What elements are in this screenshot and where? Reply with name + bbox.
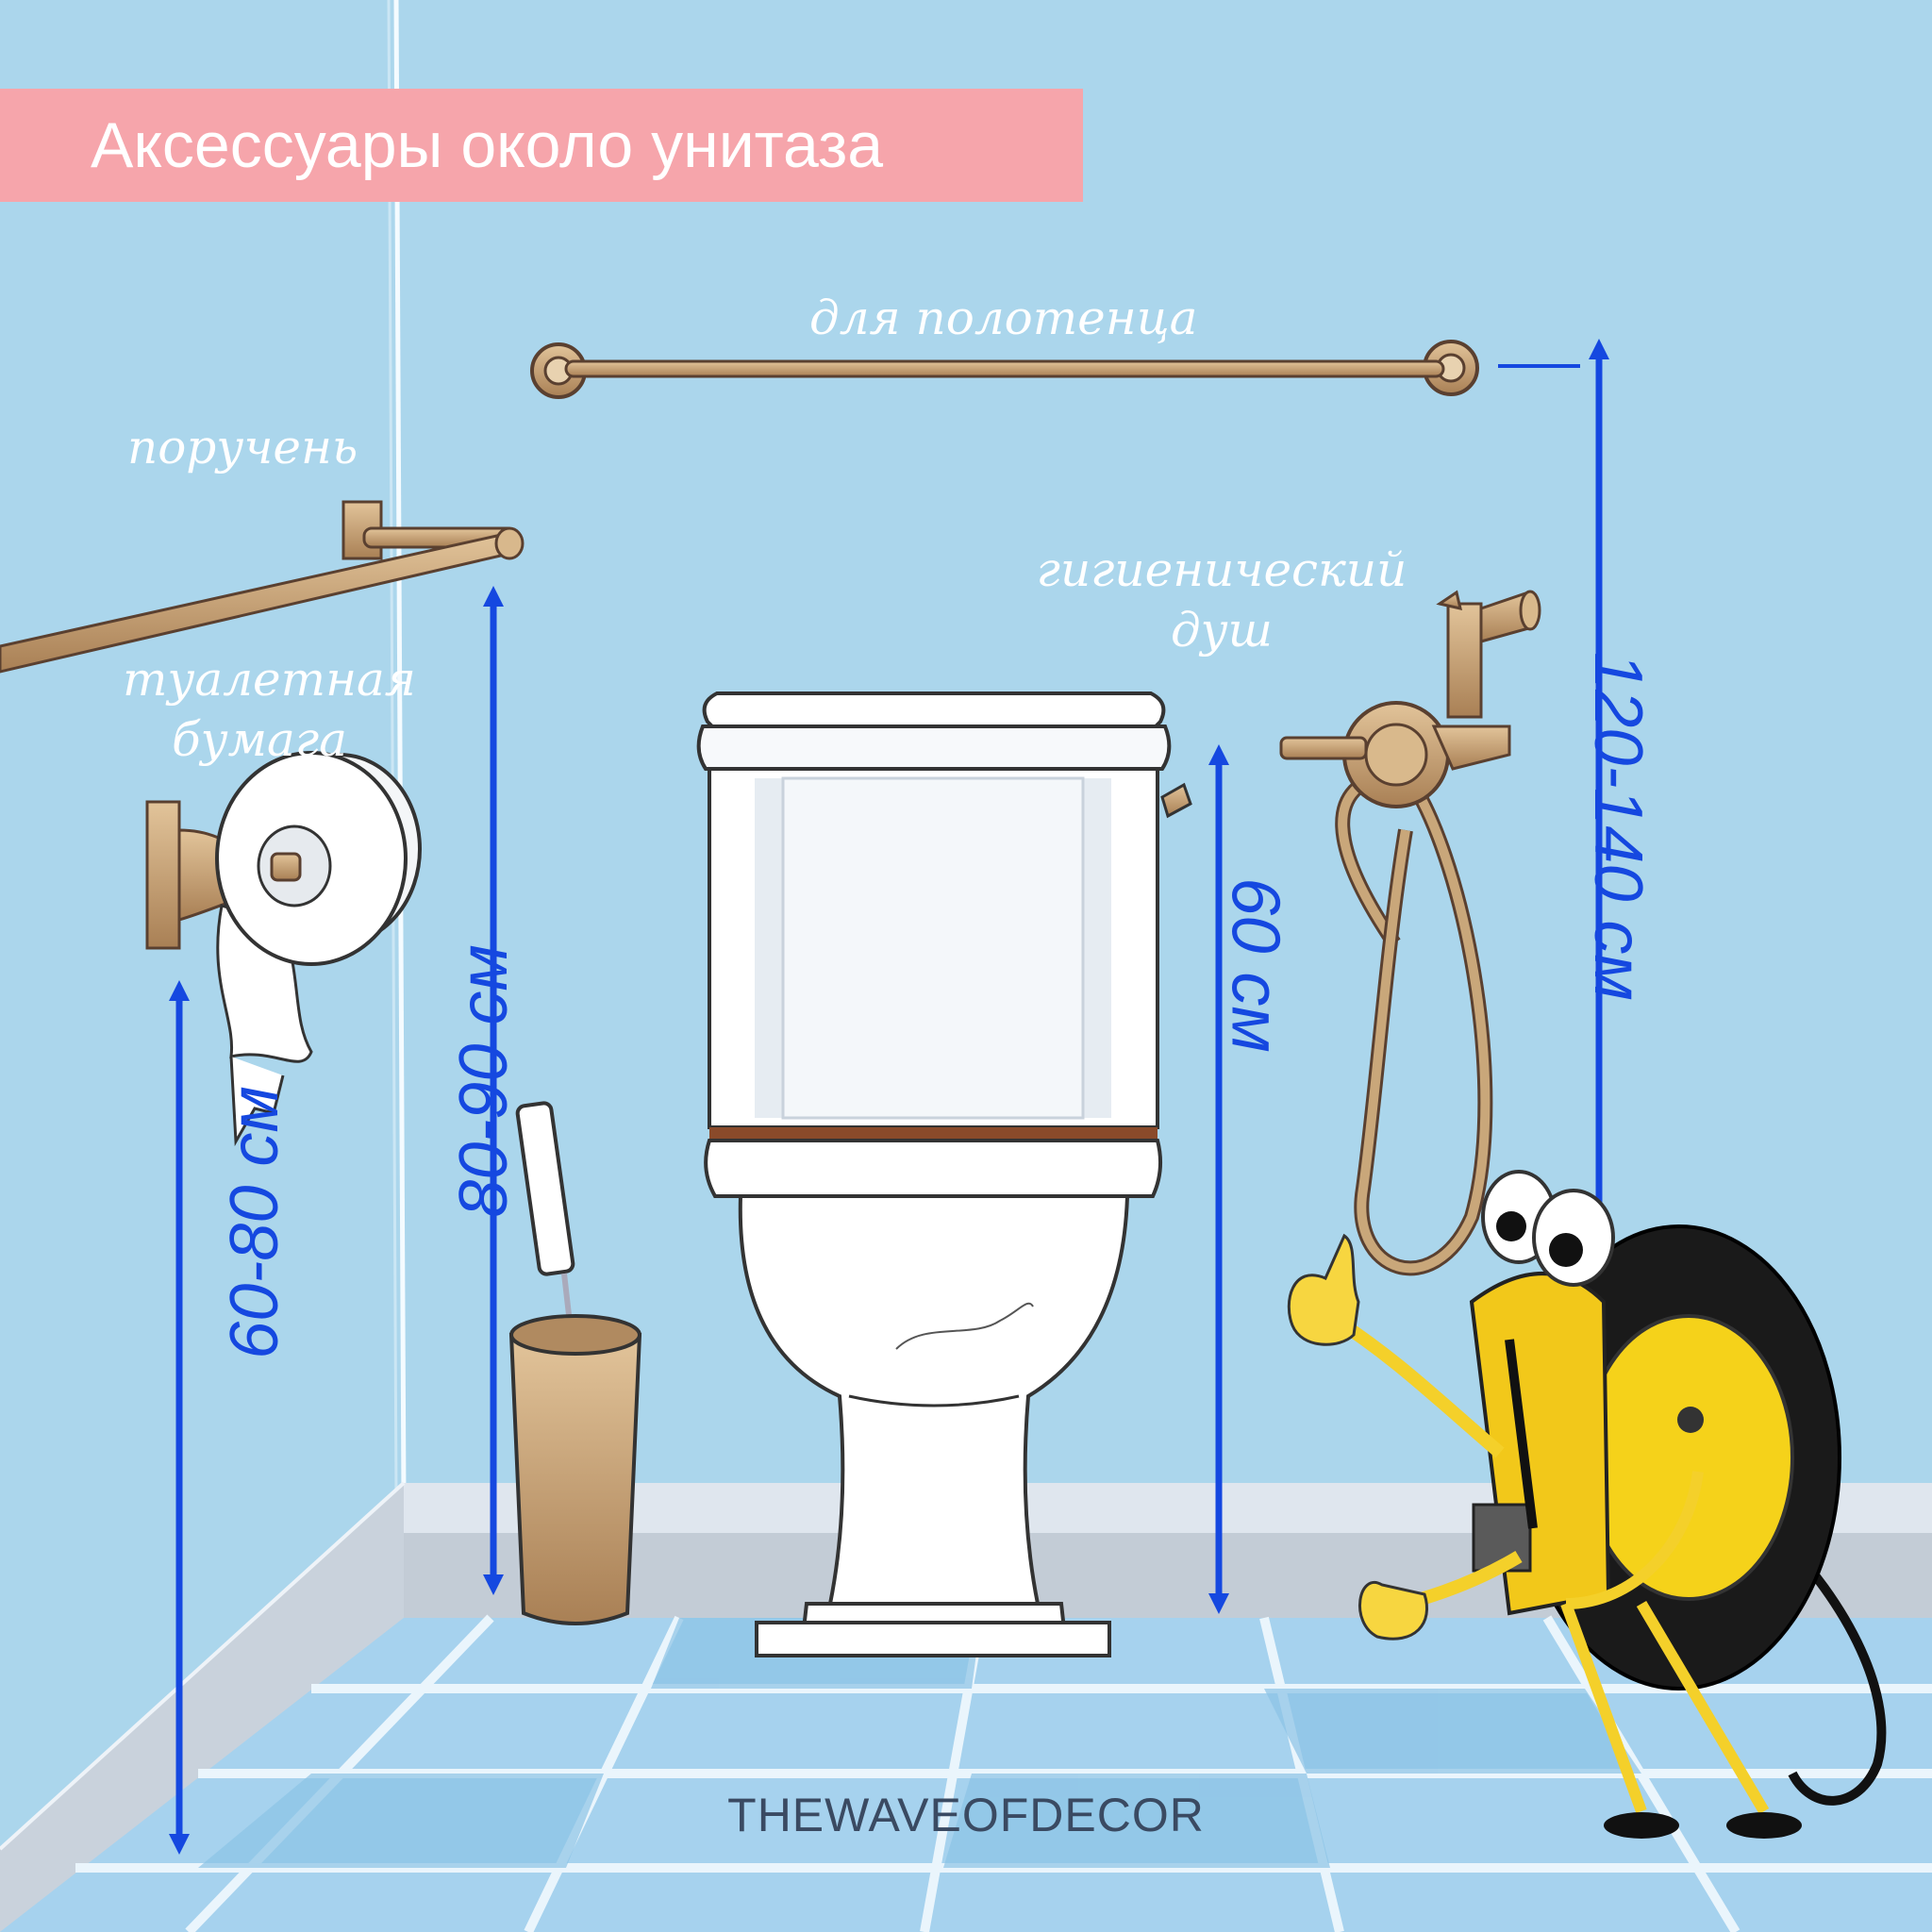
brand-watermark: THEWAVEOFDECOR: [727, 1789, 1205, 1841]
dimension-label-towel: 120-140 см: [1579, 652, 1656, 1001]
handrail-icon: [0, 500, 525, 674]
label-toilet-paper: туалетная бумага: [123, 649, 416, 770]
label-handrail: поручень: [127, 420, 358, 475]
dimension-label-paper: 60-80 см: [216, 1086, 292, 1359]
label-hygienic-shower: гигиенический душ: [1028, 540, 1415, 660]
hygienic-shower-icon: [1279, 590, 1541, 1276]
dimension-label-handrail: 80-90 см: [445, 944, 522, 1218]
toilet-brush-icon: [508, 1101, 642, 1625]
dimension-arrows: [169, 339, 1609, 1855]
page-title: Аксессуары около унитаза: [91, 109, 884, 181]
toilet-paper-holder-icon: [145, 751, 422, 1147]
title-banner: Аксессуары около унитаза: [0, 89, 1083, 202]
label-hygienic-shower-line2: душ: [1170, 603, 1274, 658]
tape-measure-mascot-icon: [1287, 1170, 1887, 1839]
label-toilet-paper-line1: туалетная: [123, 652, 416, 707]
label-towel: для полотенца: [809, 291, 1198, 345]
towel-bar-icon: [530, 340, 1479, 399]
dimension-label-shower: 60 см: [1217, 877, 1293, 1053]
toilet-icon: [696, 691, 1192, 1657]
label-toilet-paper-line2: бумага: [172, 712, 347, 767]
label-hygienic-shower-line1: гигиенический: [1036, 542, 1407, 597]
